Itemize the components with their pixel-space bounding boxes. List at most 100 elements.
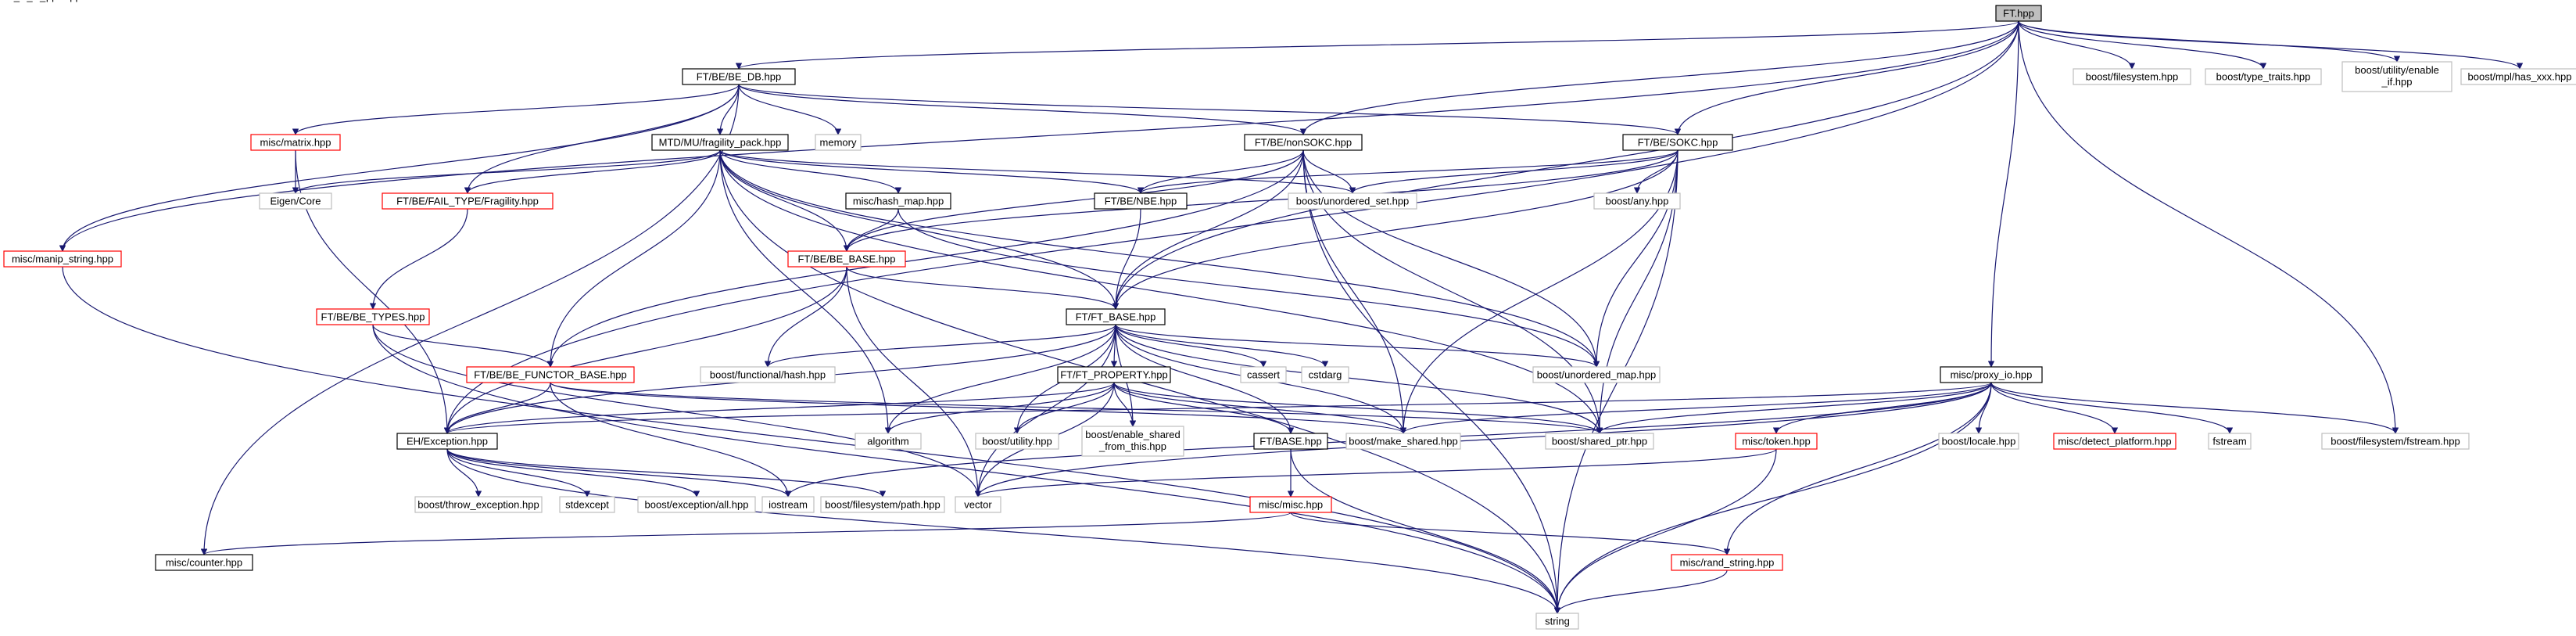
node-typetraits: boost/type_traits.hpp xyxy=(2205,68,2322,85)
node-label-fspath: boost/filesystem/path.hpp xyxy=(825,499,940,511)
edge-nonsokc-sharedptr xyxy=(1302,149,1603,434)
edge-ft-proxyio xyxy=(1987,20,2019,368)
edge-proxyio-eh xyxy=(444,382,1992,434)
node-detectplat[interactable]: misc/detect_platform.hpp xyxy=(2053,433,2177,450)
edge-ftbase-umap xyxy=(1115,324,1600,368)
node-label-enableshared: boost/enable_shared_from_this.hpp xyxy=(0,0,81,2)
node-label-betypes: FT/BE/BE_TYPES.hpp xyxy=(321,311,425,323)
node-betypes[interactable]: FT/BE/BE_TYPES.hpp xyxy=(316,308,430,325)
node-counter[interactable]: misc/counter.hpp xyxy=(155,554,253,571)
node-label-iostream: iostream xyxy=(769,499,808,511)
node-randstring[interactable]: misc/rand_string.hpp xyxy=(1671,554,1783,571)
edge-ft-enableif xyxy=(2018,20,2401,63)
edge-be_db-fragility xyxy=(464,84,740,194)
node-box-fhash xyxy=(700,366,836,383)
node-excall: boost/exception/all.hpp xyxy=(637,496,756,513)
edge-ftbase-cstdarg xyxy=(1115,324,1329,368)
node-label-mtd: MTD/MU/fragility_pack.hpp xyxy=(659,137,782,149)
node-proxyio[interactable]: misc/proxy_io.hpp xyxy=(1940,366,2043,383)
node-nbe[interactable]: FT/BE/NBE.hpp xyxy=(1094,192,1188,210)
node-label-sokc: FT/BE/SOKC.hpp xyxy=(1638,137,1718,149)
edge-mtd-fragility xyxy=(464,149,721,194)
node-miscmisc[interactable]: misc/misc.hpp xyxy=(1249,496,1332,513)
node-fragility[interactable]: FT/BE/FAIL_TYPE/Fragility.hpp xyxy=(382,192,554,210)
node-hashmap[interactable]: misc/hash_map.hpp xyxy=(845,192,951,210)
node-matrix[interactable]: misc/matrix.hpp xyxy=(250,134,341,151)
edge-bebase-eh xyxy=(443,266,847,434)
edge-fragility-betypes xyxy=(369,208,468,310)
edge-sokc-umap xyxy=(1593,149,1679,368)
edge-ftbase-ftbasehpp xyxy=(1115,324,1295,434)
node-umap: boost/unordered_map.hpp xyxy=(1532,366,1661,383)
edge-nonsokc-uset xyxy=(1302,149,1356,194)
node-box-nbe xyxy=(1094,192,1188,210)
node-nonsokc[interactable]: FT/BE/nonSOKC.hpp xyxy=(1244,134,1363,151)
node-ft[interactable]: FT.hpp xyxy=(1995,5,2042,22)
node-ftbasehpp[interactable]: FT/BASE.hpp xyxy=(1253,433,1328,450)
node-fs: boost/filesystem.hpp xyxy=(2073,68,2191,85)
edge-sokc-nbe xyxy=(1137,149,1679,194)
node-uset: boost/unordered_set.hpp xyxy=(1288,192,1417,210)
edge-proxyio-randstring xyxy=(1723,382,1992,555)
node-label-cstdarg: cstdarg xyxy=(1309,369,1342,381)
node-box-algorithm xyxy=(854,433,922,450)
node-label-line-enableif-0: boost/utility/enable xyxy=(2355,64,2439,76)
edge-ftbase-sharedptr xyxy=(1115,324,1603,434)
node-ftbase[interactable]: FT/FT_BASE.hpp xyxy=(1066,308,1166,325)
edge-ft-manip xyxy=(59,20,2019,252)
node-memory: memory xyxy=(815,134,862,151)
edge-randstring-string xyxy=(1553,570,1728,614)
edge-hashmap-bebase xyxy=(843,208,899,252)
edge-sokc-ftbase xyxy=(1112,149,1679,310)
edge-mtd-umap xyxy=(719,149,1600,368)
node-box-typetraits xyxy=(2205,68,2322,85)
node-befunctor[interactable]: FT/BE/BE_FUNCTOR_BASE.hpp xyxy=(466,366,635,383)
node-box-detectplat xyxy=(2053,433,2177,450)
node-eh[interactable]: EH/Exception.hpp xyxy=(396,433,498,450)
node-box-manip xyxy=(3,250,122,268)
node-mtd[interactable]: MTD/MU/fragility_pack.hpp xyxy=(651,134,789,151)
node-box-sharedptr xyxy=(1545,433,1654,450)
edge-nonsokc-string xyxy=(1302,149,1561,614)
node-label-throwexc: boost/throw_exception.hpp xyxy=(417,499,539,511)
node-ftprop[interactable]: FT/FT_PROPERTY.hpp xyxy=(1057,366,1171,383)
node-fspath: boost/filesystem/path.hpp xyxy=(820,496,945,513)
node-token[interactable]: misc/token.hpp xyxy=(1735,433,1818,450)
node-label-sharedptr: boost/shared_ptr.hpp xyxy=(1552,436,1647,447)
node-box-makeshared xyxy=(1345,433,1461,450)
edge-be_db-matrix xyxy=(292,84,740,135)
node-be_db[interactable]: FT/BE/BE_DB.hpp xyxy=(682,68,796,85)
node-box-fstream xyxy=(2208,433,2252,450)
edge-be_db-sokc xyxy=(738,84,1681,135)
node-label-algorithm: algorithm xyxy=(867,436,908,447)
node-box-fspath xyxy=(820,496,945,513)
node-label-butility: boost/utility.hpp xyxy=(982,436,1052,447)
edge-ftbasehpp-string xyxy=(1290,448,1561,614)
edge-ft-sokc xyxy=(1674,20,2019,135)
edge-ft-nonsokc xyxy=(1299,20,2019,135)
edge-mtd-hashmap xyxy=(719,149,902,194)
edge-befunctor-makeshared xyxy=(550,382,1406,434)
edge-hashmap-umap xyxy=(897,208,1600,368)
node-box-mtd xyxy=(651,134,789,151)
node-cstdarg: cstdarg xyxy=(1301,366,1349,383)
edge-eh-fspath xyxy=(446,448,887,498)
node-cassert: cassert xyxy=(1240,366,1287,383)
node-manip[interactable]: misc/manip_string.hpp xyxy=(3,250,122,268)
edge-miscmisc-randstring xyxy=(1290,512,1731,555)
edge-mtd-ftbase xyxy=(719,149,1120,310)
node-label-fstream: fstream xyxy=(2212,436,2246,447)
edge-mtd-nbe xyxy=(719,149,1145,194)
node-box-be_db xyxy=(682,68,796,85)
node-label-makeshared: boost/make_shared.hpp xyxy=(1349,436,1457,447)
node-butility: boost/utility.hpp xyxy=(975,433,1059,450)
node-sokc[interactable]: FT/BE/SOKC.hpp xyxy=(1622,134,1733,151)
node-box-uset xyxy=(1288,192,1417,210)
node-string: string xyxy=(1535,613,1579,630)
edge-sokc-bebase xyxy=(843,149,1679,252)
edge-ftprop-eh xyxy=(443,382,1115,434)
node-bebase[interactable]: FT/BE/BE_BASE.hpp xyxy=(787,250,906,268)
edge-proxyio-string xyxy=(1553,382,1992,614)
node-box-excall xyxy=(637,496,756,513)
edge-ftprop-makeshared xyxy=(1113,382,1407,434)
